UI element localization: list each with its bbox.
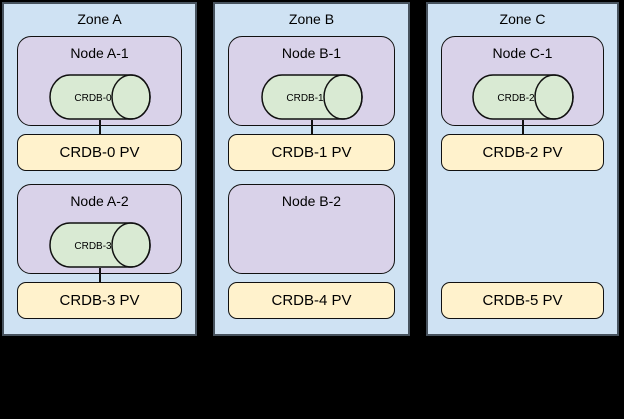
pv-box-crdb1: CRDB-1 PV bbox=[228, 134, 395, 171]
node-b2-label: Node B-2 bbox=[281, 193, 342, 209]
zone-a-title: Zone A bbox=[77, 11, 122, 27]
node-a1-label: Node A-1 bbox=[70, 45, 129, 61]
zone-b-title: Zone B bbox=[288, 11, 335, 27]
node-box-a2: Node A-2 CRDB-3 bbox=[17, 184, 182, 274]
crdb-pod-cylinder-icon: CRDB-3 bbox=[48, 222, 151, 268]
node-box-b1: Node B-1 CRDB-1 bbox=[228, 36, 395, 126]
pv-box-crdb0: CRDB-0 PV bbox=[17, 134, 182, 171]
pv-connector-line bbox=[521, 120, 524, 134]
pod-label: CRDB-1 bbox=[286, 93, 324, 104]
pod-label: CRDB-2 bbox=[497, 93, 535, 104]
pv-label: CRDB-2 PV bbox=[482, 144, 563, 161]
crdb-pod-cylinder-icon: CRDB-0 bbox=[48, 74, 151, 120]
zone-c: Zone C Node C-1 CRDB-2 CRDB-2 PV CRDB-5 … bbox=[426, 2, 619, 336]
pod-label: CRDB-3 bbox=[74, 241, 112, 252]
pv-label: CRDB-0 PV bbox=[59, 144, 140, 161]
node-box-c1: Node C-1 CRDB-2 bbox=[441, 36, 604, 126]
node-a2-label: Node A-2 bbox=[70, 193, 129, 209]
zone-b: Zone B Node B-1 CRDB-1 CRDB-1 PV Node B-… bbox=[213, 2, 410, 336]
pv-connector-line bbox=[98, 120, 101, 134]
crdb-pod-cylinder-icon: CRDB-1 bbox=[260, 74, 363, 120]
node-box-b2-empty: Node B-2 bbox=[228, 184, 395, 274]
crdb-pod-cylinder-icon: CRDB-2 bbox=[471, 74, 574, 120]
pv-box-crdb2: CRDB-2 PV bbox=[441, 134, 604, 171]
pv-label: CRDB-4 PV bbox=[271, 292, 352, 309]
node-box-a1: Node A-1 CRDB-0 bbox=[17, 36, 182, 126]
pv-label: CRDB-1 PV bbox=[271, 144, 352, 161]
pod-label: CRDB-0 bbox=[74, 93, 112, 104]
node-b1-label: Node B-1 bbox=[281, 45, 342, 61]
pv-label: CRDB-3 PV bbox=[59, 292, 140, 309]
pv-box-crdb3: CRDB-3 PV bbox=[17, 282, 182, 319]
zone-a: Zone A Node A-1 CRDB-0 CRDB-0 PV Node A-… bbox=[2, 2, 197, 336]
node-c1-label: Node C-1 bbox=[492, 45, 553, 61]
pv-connector-line bbox=[310, 120, 313, 134]
pv-box-crdb5: CRDB-5 PV bbox=[441, 282, 604, 319]
pv-box-crdb4: CRDB-4 PV bbox=[228, 282, 395, 319]
pv-connector-line bbox=[98, 268, 101, 282]
pv-label: CRDB-5 PV bbox=[482, 292, 563, 309]
zone-c-title: Zone C bbox=[499, 11, 546, 27]
